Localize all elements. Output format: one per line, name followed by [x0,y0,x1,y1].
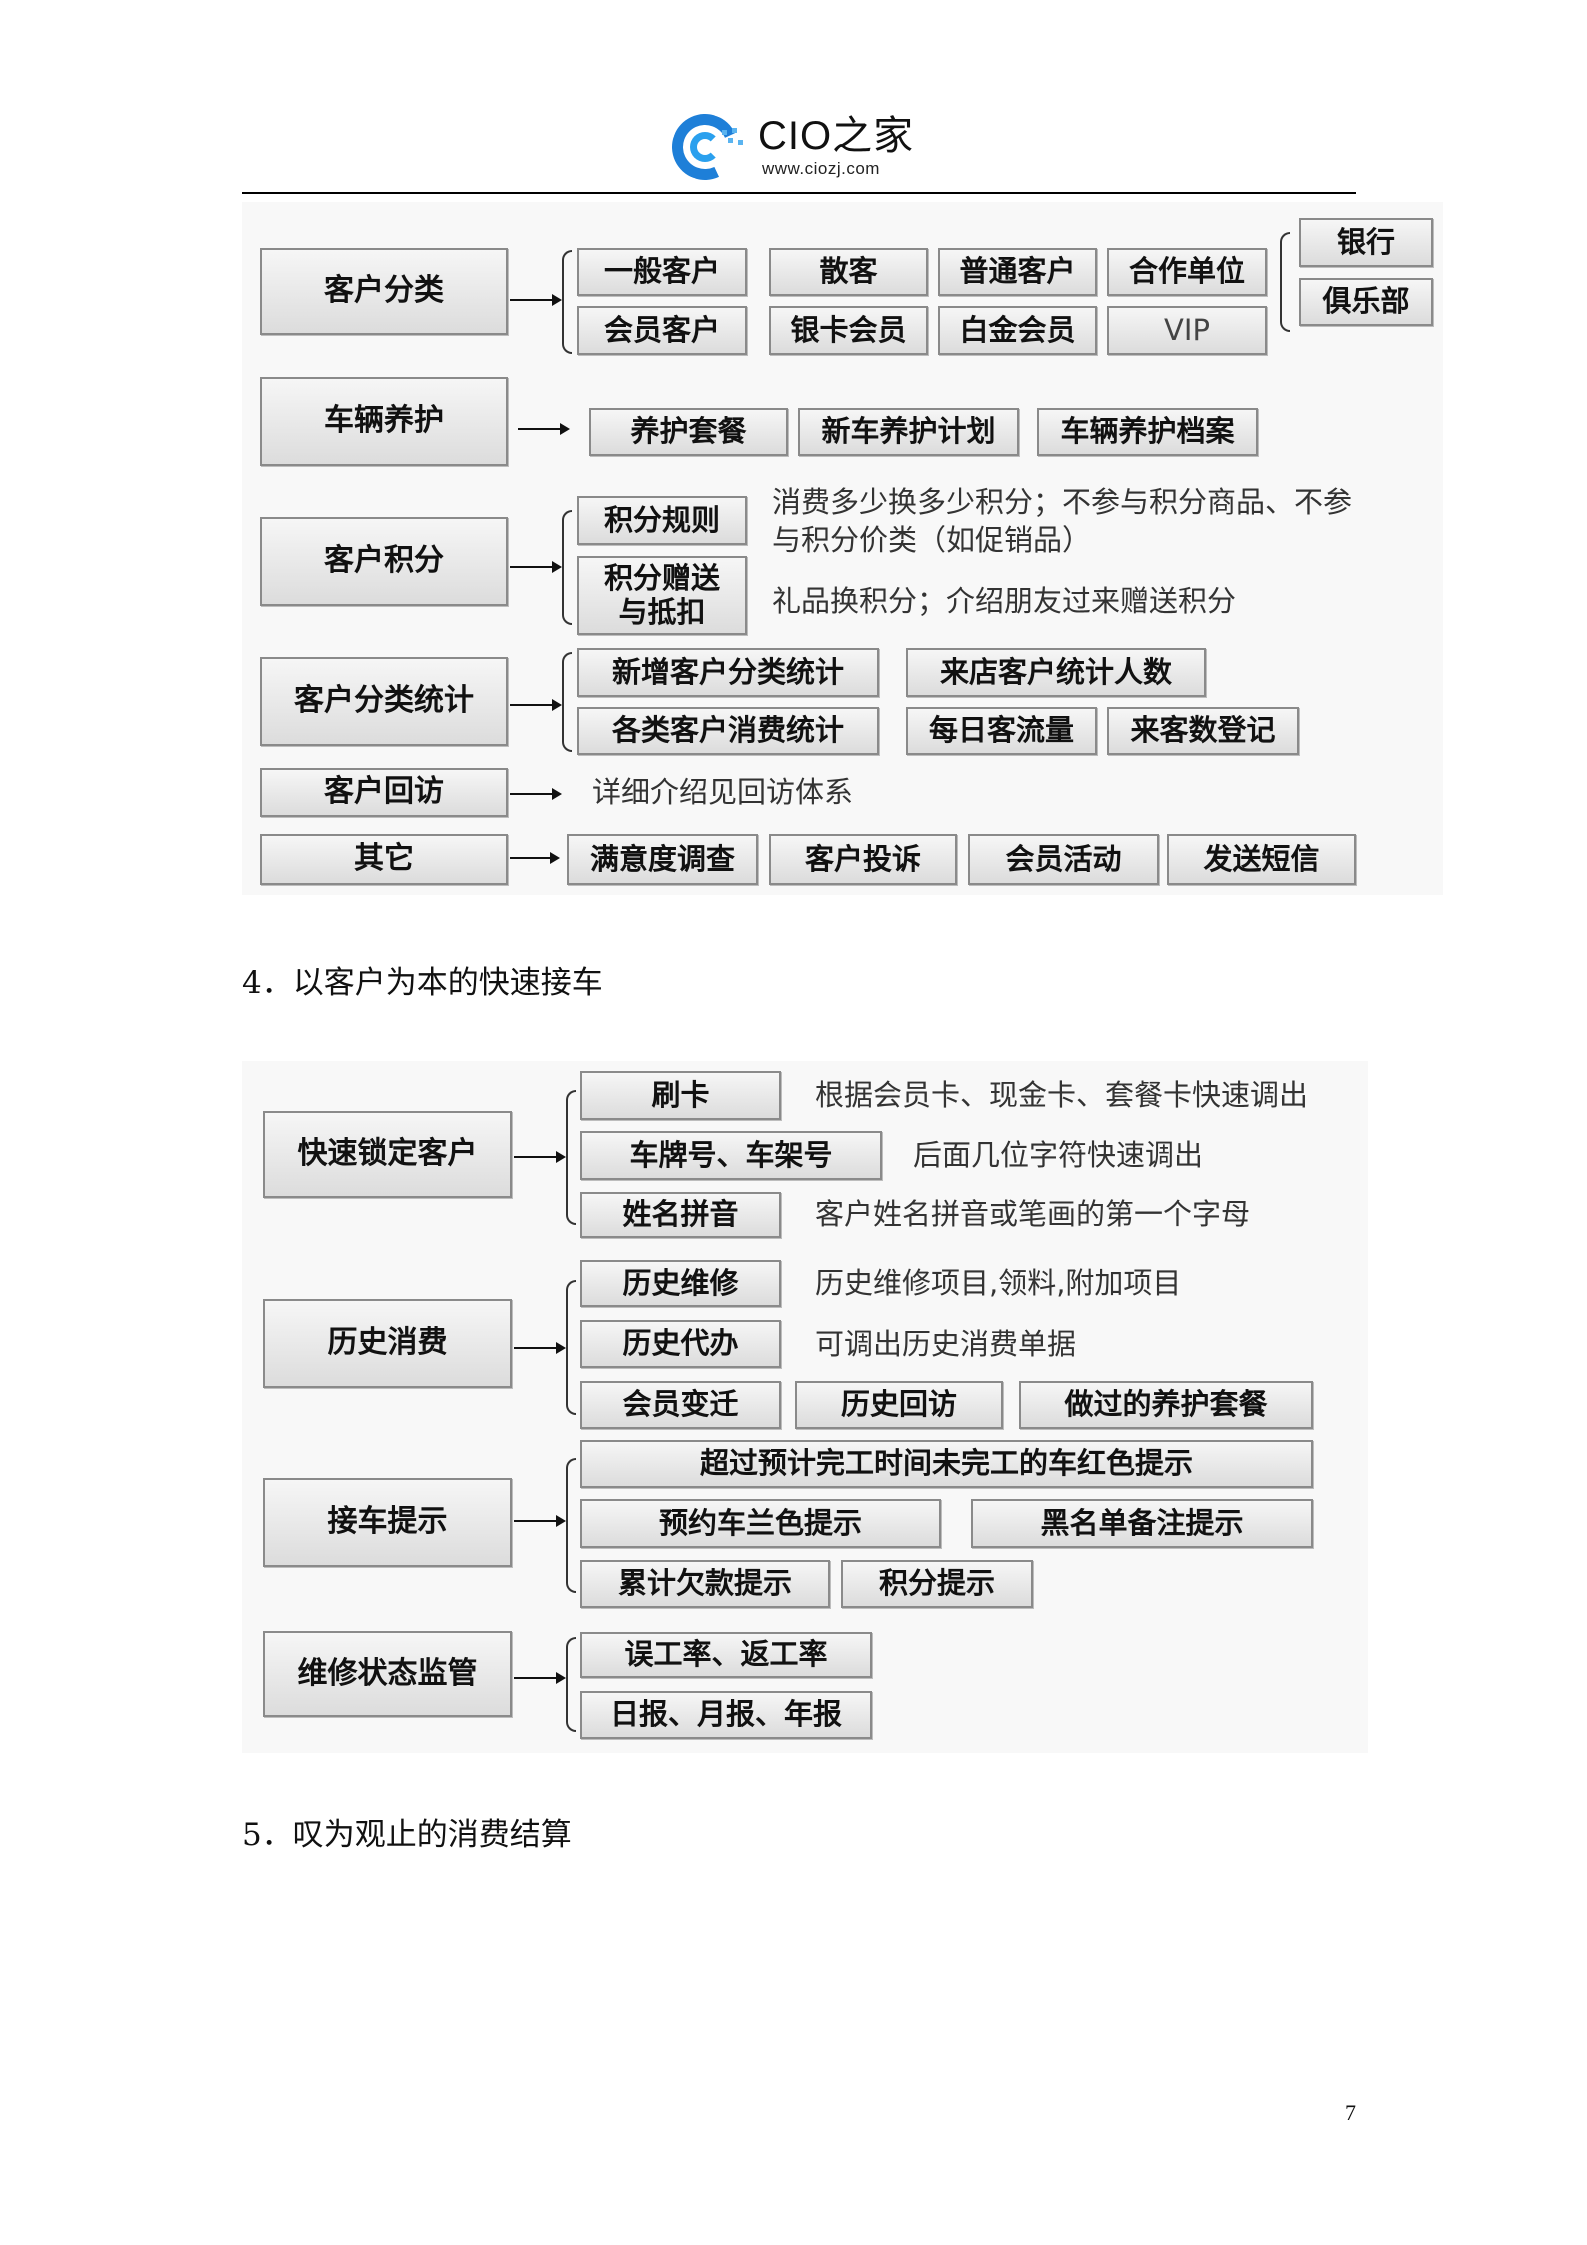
node-classification-stats: 客户分类统计 [260,657,508,746]
node-history-repair: 历史维修 [580,1260,781,1307]
node-send-sms: 发送短信 [1167,834,1356,885]
plate-vin-note: 后面几位字符快速调出 [913,1138,1204,1172]
section-4-heading: 4．以客户为本的快速接车 [242,965,603,1001]
node-silver-member: 银卡会员 [769,306,928,355]
node-maintenance-archive: 车辆养护档案 [1037,408,1258,456]
node-points-gift: 积分赠送与抵扣 [577,556,747,635]
history-repair-note: 历史维修项目,领料,附加项目 [815,1266,1182,1300]
brace [566,1280,576,1415]
node-points-rules: 积分规则 [577,496,747,545]
node-swipe-card: 刷卡 [580,1071,781,1120]
node-blacklist: 黑名单备注提示 [971,1499,1313,1548]
history-agency-note: 可调出历史消费单据 [815,1327,1077,1361]
node-reception-tips: 接车提示 [263,1478,512,1567]
node-new-car-plan: 新车养护计划 [798,408,1019,456]
logo-inner-ring-icon [690,132,720,162]
node-name-pinyin: 姓名拼音 [580,1192,781,1238]
node-past-packages: 做过的养护套餐 [1019,1381,1313,1429]
arrow [514,1151,566,1163]
swipe-card-note: 根据会员卡、现金卡、套餐卡快速调出 [815,1078,1309,1112]
node-vehicle-maintenance: 车辆养护 [260,377,508,466]
node-member-change: 会员变迁 [580,1381,781,1429]
node-repair-monitor: 维修状态监管 [263,1631,512,1717]
node-partner: 合作单位 [1107,248,1267,296]
brace [1280,232,1290,332]
logo-title: CIO之家 [758,114,915,158]
arrow [510,294,562,306]
brace [562,250,572,354]
brace [566,1637,576,1732]
node-history-revisit: 历史回访 [795,1381,1003,1429]
logo-url: www.ciozj.com [762,159,880,178]
node-maintenance-package: 养护套餐 [589,408,788,456]
header-rule [242,192,1356,194]
brace [566,1458,576,1593]
node-vip: VIP [1107,306,1267,355]
logo-dots-icon [720,128,744,148]
node-plate-vin: 车牌号、车架号 [580,1131,882,1180]
arrow [510,699,562,711]
node-new-customer-stats: 新增客户分类统计 [577,648,879,697]
node-member-activities: 会员活动 [968,834,1159,885]
node-bank: 银行 [1299,218,1433,267]
brace [562,510,572,625]
page-number: 7 [1345,2100,1356,2125]
arrow [518,423,570,435]
node-regular-customer: 普通客户 [938,248,1097,296]
arrow [510,561,562,573]
node-reports: 日报、月报、年报 [580,1691,872,1739]
points-rules-note-line1: 消费多少换多少积分；不参与积分商品、不参 [772,485,1353,519]
points-gift-note: 礼品换积分；介绍朋友过来赠送积分 [772,584,1237,618]
node-daily-traffic: 每日客流量 [906,707,1097,755]
brace [566,1090,576,1225]
revisit-note: 详细介绍见回访体系 [592,775,854,809]
node-complaints: 客户投诉 [769,834,957,885]
node-consumption-stats: 各类客户消费统计 [577,707,879,755]
node-platinum-member: 白金会员 [938,306,1097,355]
node-customer-points: 客户积分 [260,517,508,606]
arrow [514,1672,566,1684]
arrow [514,1342,566,1354]
node-history: 历史消费 [263,1299,512,1388]
node-customer-classification: 客户分类 [260,248,508,335]
node-arrears: 累计欠款提示 [580,1560,830,1608]
node-appointment-blue: 预约车兰色提示 [580,1499,941,1548]
arrow [510,852,560,864]
arrow [514,1515,566,1527]
node-satisfaction-survey: 满意度调查 [567,834,758,885]
node-history-agency: 历史代办 [580,1320,781,1368]
node-delay-rework-rate: 误工率、返工率 [580,1632,872,1678]
node-other: 其它 [260,834,508,885]
points-rules-note-line2: 与积分价类（如促销品） [772,523,1092,557]
node-member-customer: 会员客户 [577,306,747,355]
node-quick-lock: 快速锁定客户 [263,1111,512,1198]
node-walkin: 散客 [769,248,928,296]
node-customer-revisit: 客户回访 [260,768,508,817]
node-visitor-register: 来客数登记 [1107,707,1299,755]
section-5-heading: 5．叹为观止的消费结算 [242,1817,572,1853]
node-points-tip: 积分提示 [841,1560,1033,1608]
arrow [510,788,562,800]
node-visitor-count: 来店客户统计人数 [906,648,1206,697]
node-overdue-red: 超过预计完工时间未完工的车红色提示 [580,1440,1313,1488]
cio-logo: CIO之家 www.ciozj.com [662,104,942,190]
node-club: 俱乐部 [1299,278,1433,326]
brace [562,652,572,752]
node-general-customer: 一般客户 [577,248,747,296]
name-pinyin-note: 客户姓名拼音或笔画的第一个字母 [815,1197,1251,1231]
